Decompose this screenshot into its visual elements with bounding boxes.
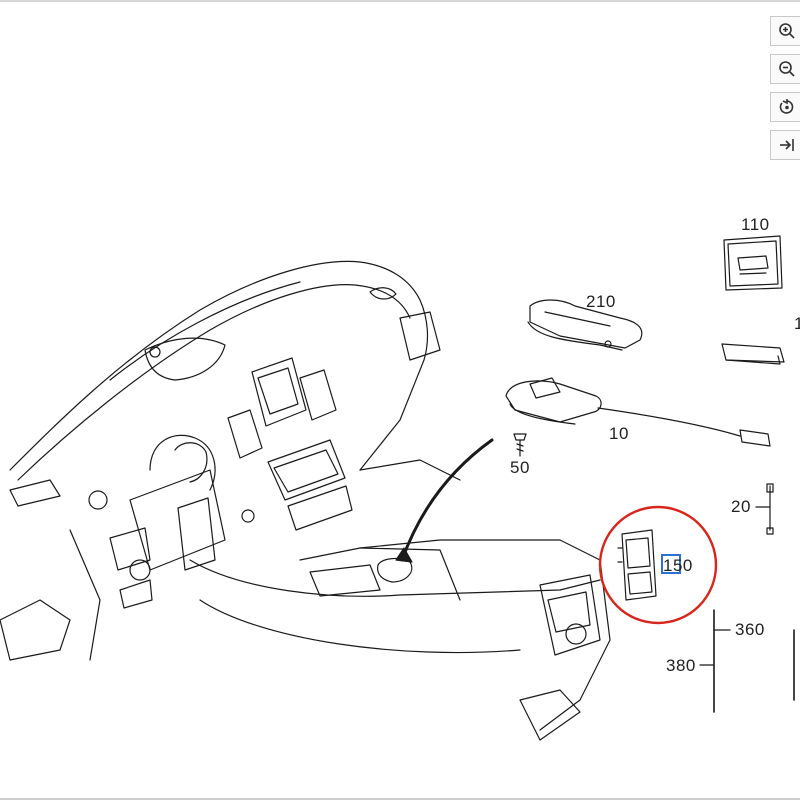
- highlight-circle: [598, 505, 718, 625]
- callout-150[interactable]: 150: [663, 556, 693, 575]
- arrow-to-right-icon: [779, 139, 794, 151]
- part-150-unit: [617, 529, 657, 601]
- zoom-in-icon: [778, 23, 795, 39]
- reset-button[interactable]: [770, 92, 800, 122]
- callout-10[interactable]: 10: [609, 424, 629, 443]
- zoom-out-icon: [778, 61, 795, 77]
- part-20-item: [755, 483, 774, 535]
- callout-380[interactable]: 380: [666, 656, 696, 675]
- viewer-toolbar: [770, 16, 800, 168]
- callout-50[interactable]: 50: [510, 458, 530, 477]
- part-210-bracket: [527, 299, 643, 351]
- zoom-in-button[interactable]: [770, 16, 800, 46]
- part-10-module: [505, 377, 771, 447]
- selected-callout-box[interactable]: [661, 554, 681, 574]
- part-1x-module: [721, 343, 785, 365]
- part-50-screw: [513, 433, 527, 457]
- reset-rotate-icon: [779, 99, 793, 114]
- callout-110[interactable]: 110: [741, 215, 770, 234]
- zoom-out-button[interactable]: [770, 54, 800, 84]
- center-console: [189, 539, 611, 741]
- callout-1[interactable]: 1: [794, 314, 800, 333]
- pointer-arrow: [400, 438, 494, 562]
- callout-210[interactable]: 210: [586, 292, 616, 311]
- callout-20[interactable]: 20: [731, 497, 751, 516]
- callout-360[interactable]: 360: [735, 620, 765, 639]
- fit-button[interactable]: [770, 130, 800, 160]
- part-110-manual: [723, 235, 783, 291]
- dashboard-assembly: [0, 260, 461, 661]
- part-360-380-lines: [699, 609, 795, 713]
